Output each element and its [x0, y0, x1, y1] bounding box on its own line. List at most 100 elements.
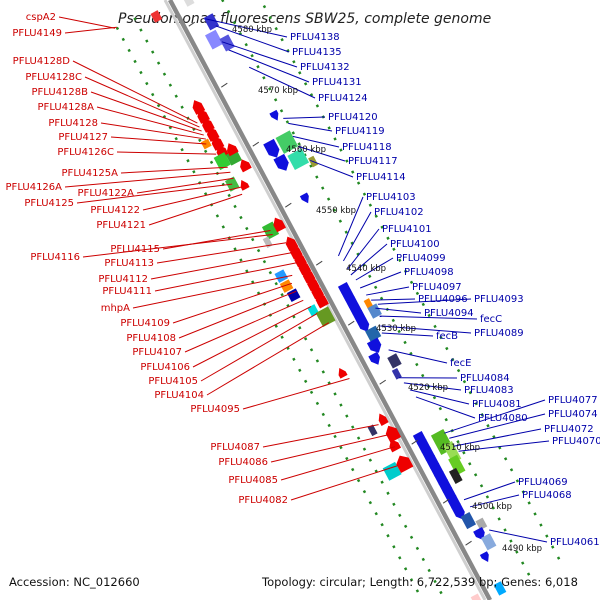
gene-label-left: mhpA	[101, 303, 130, 314]
gene-arrow	[473, 527, 485, 540]
gene-label-right: PFLU4072	[544, 424, 594, 435]
leader-line	[347, 228, 380, 270]
gene-feature	[286, 288, 301, 302]
gene-label-right: PFLU4135	[292, 47, 342, 58]
gene-feature	[150, 10, 163, 23]
gene-box	[219, 34, 235, 52]
gene-box	[448, 454, 466, 476]
gene-box	[475, 517, 488, 531]
gene-label-right: fecE	[450, 358, 472, 369]
gene-arrow	[240, 179, 250, 191]
gene-arrow-shape	[273, 217, 286, 233]
gene-label-right: PFLU4132	[300, 62, 350, 73]
leader-line	[162, 229, 271, 250]
gene-arrow	[317, 295, 329, 309]
gene-box	[460, 512, 477, 530]
gene-arrow-shape	[356, 317, 370, 332]
leader-line	[262, 424, 379, 448]
gene-label-left: PFLU4128D	[13, 56, 71, 67]
gene-box	[287, 148, 310, 170]
gene-feature	[203, 13, 220, 31]
gene-box	[367, 424, 378, 437]
topology-text: Topology: circular; Length: 6,722,539 bp…	[261, 575, 578, 589]
gene-feature	[391, 367, 402, 380]
gene-arrow-shape	[479, 551, 489, 562]
gene-arrow-shape	[396, 455, 414, 474]
kbp-tick-mark	[221, 82, 228, 88]
gene-label-left: PFLU4125	[24, 198, 74, 209]
gene-label-left: PFLU4125A	[62, 168, 119, 179]
leader-line	[377, 298, 472, 305]
gene-label-right: PFLU4089	[474, 328, 524, 339]
gene-box	[493, 581, 507, 596]
gene-label-left: PFLU4085	[228, 475, 278, 486]
leader-line	[409, 389, 470, 405]
leader-line	[72, 60, 198, 124]
gene-feature	[387, 353, 402, 369]
gene-feature	[274, 269, 289, 283]
gene-label-right: PFLU4120	[328, 112, 378, 123]
leader-line	[76, 183, 233, 204]
gene-label-right: PFLU4093	[474, 294, 524, 305]
gene-arrow-shape	[240, 179, 250, 191]
gene-box	[275, 130, 299, 154]
gene-label-left: PFLU4128	[48, 118, 98, 129]
gene-feature	[448, 467, 463, 484]
gene-label-left: PFLU4095	[190, 404, 240, 415]
leader-line	[206, 322, 330, 396]
gene-box	[391, 367, 402, 380]
gene-feature	[367, 424, 378, 437]
gene-label-left: PFLU4122A	[78, 188, 135, 199]
gene-label-left: PFLU4126C	[57, 147, 114, 158]
kbp-tick-label: 4580 kbp	[232, 25, 272, 35]
leader-line	[242, 377, 350, 410]
gc-dot-track	[133, 17, 447, 600]
leader-line	[298, 145, 346, 162]
gene-box	[213, 152, 231, 171]
gene-label-right: PFLU4061	[550, 537, 600, 548]
gene-arrow-shape	[273, 153, 289, 171]
gene-feature	[219, 34, 235, 52]
leader-line	[154, 262, 297, 292]
leader-line	[288, 122, 333, 132]
gene-feature	[448, 454, 466, 476]
gene-label-right: fecC	[480, 314, 502, 325]
gene-box	[367, 303, 382, 319]
gene-label-right: PFLU4117	[348, 156, 398, 167]
gene-arrow-shape	[366, 337, 382, 353]
gene-label-right: PFLU4080	[478, 413, 528, 424]
leader-line	[270, 434, 389, 463]
gene-label-right: PFLU4084	[460, 373, 510, 384]
leader-line	[221, 41, 298, 68]
leader-line	[355, 257, 394, 281]
leader-line	[84, 76, 200, 128]
kbp-tick-mark	[379, 379, 386, 385]
gene-arrow	[451, 503, 465, 520]
kbp-tick-mark	[347, 320, 355, 326]
gene-box	[470, 593, 484, 600]
leader-line	[136, 177, 234, 194]
leader-line	[453, 428, 542, 447]
gene-label-right: PFLU4098	[404, 267, 454, 278]
gene-label-right: fecB	[436, 331, 458, 342]
gene-label-right: PFLU4094	[424, 308, 474, 319]
gene-label-right: PFLU4077	[548, 395, 598, 406]
gene-label-right: PFLU4083	[464, 385, 514, 396]
leader-line	[178, 290, 297, 339]
gene-label-right: PFLU4118	[342, 142, 392, 153]
gene-feature	[480, 533, 497, 551]
leader-line	[444, 399, 546, 434]
gene-label-left: PFLU4105	[148, 376, 198, 387]
gene-label-left: PFLU4111	[102, 286, 152, 297]
gene-label-right: PFLU4097	[412, 282, 462, 293]
gene-feature	[470, 593, 484, 600]
gene-arrow	[273, 153, 289, 171]
gene-label-left: PFLU4127	[58, 132, 108, 143]
gene-arrow	[396, 455, 414, 474]
gene-box	[286, 288, 301, 302]
leader-line	[359, 271, 402, 289]
genome-backbone	[168, 0, 492, 600]
leader-line	[64, 171, 231, 188]
gene-box	[181, 0, 195, 7]
gene-arrow	[240, 159, 252, 173]
